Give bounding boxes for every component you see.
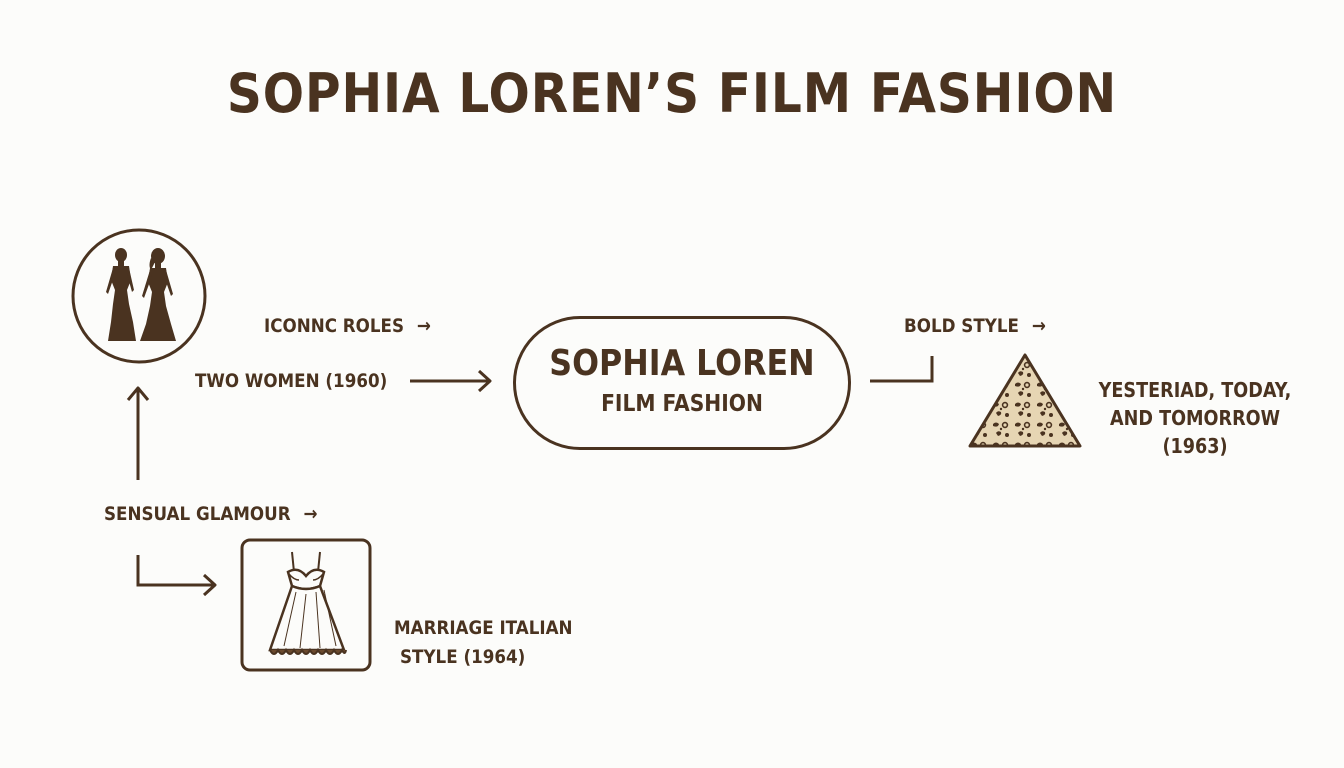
bold-style-label: BOLD STYLE →: [904, 315, 1046, 337]
slip-dress-icon: [240, 538, 372, 672]
sensual-glamour-text: SENSUAL GLAMOUR: [104, 503, 291, 525]
bold-style-text: BOLD STYLE: [904, 315, 1019, 337]
leopard-triangle-icon: [968, 353, 1082, 448]
connector-center-to-bold-style: [870, 356, 934, 383]
arrow-to-center-node: [410, 369, 492, 393]
arrow-up-to-two-women: [126, 386, 150, 480]
iconic-roles-text: ICONNC ROLES: [264, 315, 405, 337]
two-women-label: TWO WOMEN (1960): [195, 370, 388, 392]
marriage-italian-style-label-line1: MARRIAGE ITALIAN: [394, 617, 573, 639]
center-node: SOPHIA LOREN FILM FASHION: [513, 316, 851, 450]
center-node-subtitle: FILM FASHION: [601, 391, 763, 417]
iconic-roles-label: ICONNC ROLES →: [264, 315, 431, 337]
arrow-right-icon: →: [1031, 315, 1046, 337]
arrow-to-slip-dress: [136, 555, 217, 597]
yesterday-label-line2: AND TOMORROW: [1109, 406, 1281, 430]
sensual-glamour-label: SENSUAL GLAMOUR →: [104, 503, 317, 525]
yesterday-label-line1: YESTERIAD, TODAY,: [1098, 378, 1292, 402]
two-women-icon: [71, 228, 207, 364]
yesterday-label-line3: (1963): [1162, 434, 1228, 458]
marriage-italian-style-label-line2: STYLE (1964): [400, 646, 526, 668]
yesterday-today-tomorrow-label: YESTERIAD, TODAY, AND TOMORROW (1963): [1094, 376, 1296, 460]
arrow-right-icon: →: [303, 503, 318, 525]
arrow-right-icon: →: [416, 315, 431, 337]
center-node-title: SOPHIA LOREN: [549, 343, 815, 384]
page-title: SOPHIA LOREN’S FILM FASHION: [226, 62, 1118, 125]
